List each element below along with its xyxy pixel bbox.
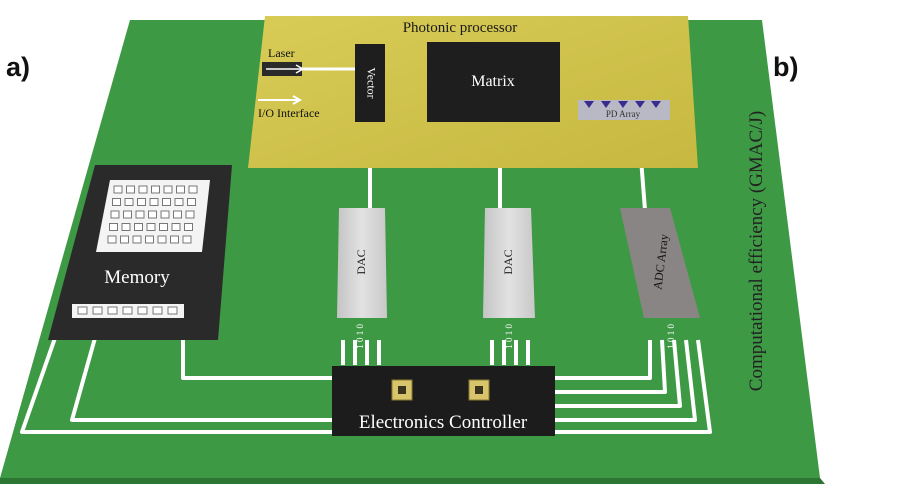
dac-block-2	[483, 208, 535, 318]
memory-cell	[135, 210, 145, 219]
memory-cell	[159, 223, 168, 231]
photodetector-icon	[635, 101, 645, 108]
memory-pin	[137, 306, 148, 315]
pd-array-label: PD Array	[606, 109, 641, 119]
memory-cell	[184, 223, 193, 231]
memory-cell	[170, 235, 179, 244]
memory-cell	[145, 235, 154, 244]
memory-cell	[157, 235, 167, 244]
y-axis-label: Computational efficiency (GMAC/J)	[746, 110, 767, 392]
memory-pin	[122, 306, 133, 315]
memory-cell	[176, 185, 185, 194]
adc-array-block	[620, 208, 700, 318]
memory-cell	[107, 235, 117, 244]
vector-label: Vector	[364, 67, 378, 98]
memory-cell	[123, 210, 132, 219]
controller-label: Electronics Controller	[359, 412, 528, 433]
memory-cell	[188, 185, 198, 194]
adc-array-label: ADC Array	[650, 233, 671, 290]
memory-pin	[152, 306, 163, 315]
io-interface-label: I/O Interface	[258, 106, 320, 120]
laser-label: Laser	[268, 46, 295, 60]
memory-pin	[77, 306, 88, 315]
photodetector-icons	[584, 101, 661, 108]
memory-cell	[120, 235, 129, 244]
memory-cell	[137, 198, 146, 206]
controller-chip-core	[398, 386, 406, 394]
panel-label-b: b)	[773, 52, 799, 82]
dac2-bits: 1 0 1 0	[504, 324, 514, 349]
photodetector-icon	[618, 101, 628, 108]
memory-cell	[148, 210, 157, 219]
memory-pin	[92, 306, 103, 315]
dac-label-1: DAC	[354, 249, 368, 274]
memory-cell	[182, 235, 192, 244]
memory-cell	[171, 223, 181, 231]
memory-cell	[121, 223, 131, 231]
memory-cell	[187, 198, 196, 206]
memory-cell	[174, 198, 184, 206]
pd-array	[578, 100, 670, 120]
memory-cell	[173, 210, 182, 219]
memory-cell	[185, 210, 195, 219]
photodetector-icon	[601, 101, 611, 108]
panel-label-a: a)	[6, 52, 31, 82]
memory-cell	[149, 198, 159, 206]
memory-cell	[160, 210, 170, 219]
controller-chip-core	[475, 386, 483, 394]
adc-bits: 1 0 1 0	[666, 324, 676, 349]
memory-cells	[107, 185, 198, 244]
memory-cell	[146, 223, 156, 231]
photodetector-icon	[584, 101, 594, 108]
photodetector-icon	[651, 101, 661, 108]
memory-cell	[112, 198, 121, 206]
memory-pin	[107, 306, 118, 315]
matrix-label: Matrix	[471, 73, 515, 90]
memory-cell	[138, 185, 148, 194]
memory-pins	[77, 306, 178, 315]
processor-title: Photonic processor	[403, 20, 518, 36]
board-edge	[0, 478, 825, 484]
memory-cell	[134, 223, 143, 231]
matrix-block	[427, 42, 560, 122]
memory-cell	[162, 198, 171, 206]
memory-cell	[163, 185, 173, 194]
memory-pin	[167, 306, 178, 315]
dac-block-1	[337, 208, 387, 318]
memory-cell	[113, 185, 123, 194]
dac1-bits: 1 0 1 0	[355, 324, 365, 349]
memory-cell	[151, 185, 160, 194]
dac-label-2: DAC	[501, 249, 515, 274]
memory-cell	[132, 235, 142, 244]
vector-block	[355, 44, 385, 122]
memory-cell	[109, 223, 118, 231]
memory-cell	[110, 210, 120, 219]
memory-cell	[126, 185, 135, 194]
io-arrow-icon	[258, 95, 303, 105]
electronics-controller	[332, 366, 555, 436]
memory-label: Memory	[104, 267, 170, 288]
memory-cell	[124, 198, 134, 206]
